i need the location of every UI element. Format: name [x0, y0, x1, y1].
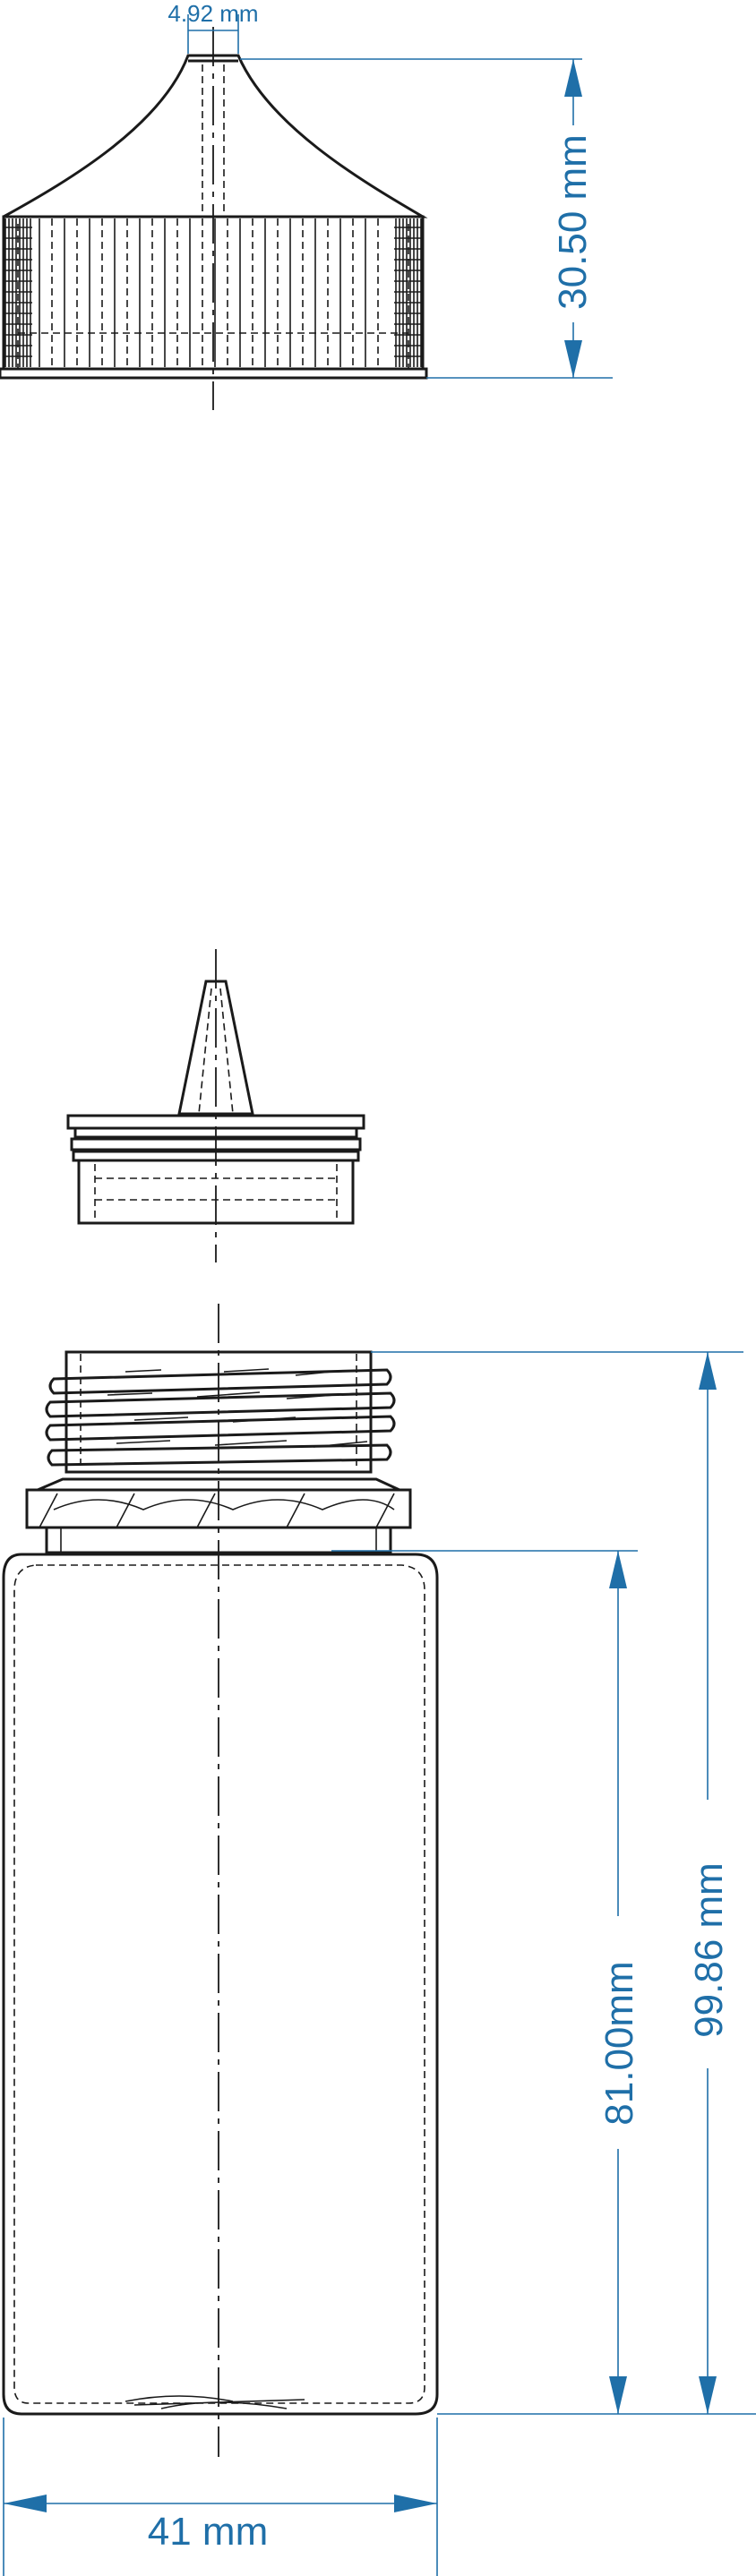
cap-height-label: 30.50 mm [551, 134, 595, 310]
nozzle-insert [66, 949, 365, 1262]
dimension-cap-height: 30.50 mm [240, 58, 613, 379]
nozzle-tip-width-label: 4.92 mm [168, 0, 258, 27]
bottle [2, 1304, 439, 2457]
cap-drawing [0, 27, 428, 410]
dimension-nozzle-tip: 4.92 mm [168, 0, 259, 54]
dimension-total-height: 99.86 mm [371, 1351, 756, 2415]
total-height-label: 99.86 mm [687, 1862, 731, 2038]
neck-threads [45, 1368, 396, 1467]
body-height-label: 81.00mm [597, 1961, 641, 2125]
diameter-label: 41 mm [148, 2510, 268, 2554]
dimension-body-height: 81.00mm [331, 1550, 641, 2414]
cap-knurling [4, 218, 422, 367]
dimension-diameter: 41 mm [3, 2418, 438, 2576]
